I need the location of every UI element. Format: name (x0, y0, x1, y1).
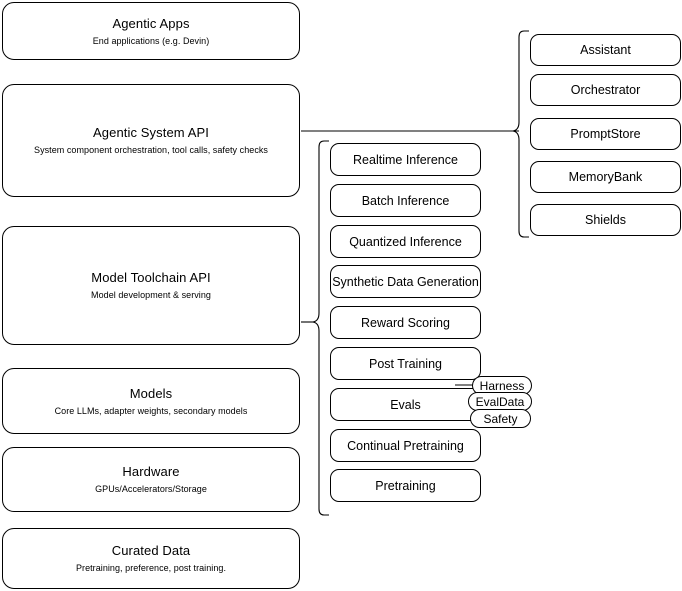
system-component-orchestrator[interactable]: Orchestrator (530, 74, 681, 106)
eval-tag-label: EvalData (475, 394, 525, 409)
stack-layer-subtitle: System component orchestration, tool cal… (34, 145, 268, 155)
system-component-label: Assistant (580, 43, 631, 57)
system-component-promptstore[interactable]: PromptStore (530, 118, 681, 150)
toolchain-component-label: Continual Pretraining (347, 438, 464, 453)
toolchain-component-pretraining[interactable]: Pretraining (330, 469, 481, 502)
toolchain-component-quantized-inference[interactable]: Quantized Inference (330, 225, 481, 258)
stack-layer-title: Hardware (122, 464, 180, 479)
stack-layer-agentic-system-api[interactable]: Agentic System API System component orch… (2, 84, 300, 197)
stack-layer-curated-data[interactable]: Curated Data Pretraining, preference, po… (2, 528, 300, 589)
toolchain-component-post-training[interactable]: Post Training (330, 347, 481, 380)
toolchain-component-label: Quantized Inference (349, 234, 462, 249)
system-component-assistant[interactable]: Assistant (530, 34, 681, 66)
toolchain-component-reward-scoring[interactable]: Reward Scoring (330, 306, 481, 339)
stack-layer-hardware[interactable]: Hardware GPUs/Accelerators/Storage (2, 447, 300, 512)
system-component-shields[interactable]: Shields (530, 204, 681, 236)
stack-layer-agentic-apps[interactable]: Agentic Apps End applications (e.g. Devi… (2, 2, 300, 60)
stack-layer-subtitle: Core LLMs, adapter weights, secondary mo… (54, 405, 248, 416)
stack-layer-title: Agentic System API (93, 125, 209, 140)
toolchain-component-evals[interactable]: Evals (330, 388, 481, 421)
stack-layer-title: Curated Data (111, 543, 191, 558)
eval-tag-evaldata[interactable]: EvalData (468, 392, 532, 411)
toolchain-component-synthetic-data-generation[interactable]: Synthetic Data Generation (330, 265, 481, 298)
toolchain-component-realtime-inference[interactable]: Realtime Inference (330, 143, 481, 176)
system-component-label: PromptStore (570, 127, 641, 141)
system-component-memorybank[interactable]: MemoryBank (530, 161, 681, 193)
stack-layer-subtitle: GPUs/Accelerators/Storage (95, 484, 207, 494)
stack-layer-title: Agentic Apps (112, 15, 190, 31)
stack-layer-subtitle: Model development & serving (91, 290, 211, 300)
stack-layer-subtitle: End applications (e.g. Devin) (92, 35, 210, 46)
eval-tag-label: Safety (483, 411, 518, 426)
system-component-label: Orchestrator (570, 83, 641, 97)
system-component-label: MemoryBank (568, 170, 643, 184)
toolchain-component-label: Synthetic Data Generation (332, 274, 479, 289)
brace-toolchain-components (312, 140, 329, 516)
toolchain-component-label: Realtime Inference (353, 152, 458, 167)
toolchain-component-batch-inference[interactable]: Batch Inference (330, 184, 481, 217)
stack-layer-subtitle: Pretraining, preference, post training. (75, 563, 227, 573)
stack-layer-title: Models (129, 385, 173, 401)
stack-layer-title: Model Toolchain API (91, 270, 211, 285)
toolchain-component-continual-pretraining[interactable]: Continual Pretraining (330, 429, 481, 462)
brace-system-components (512, 30, 529, 238)
toolchain-component-label: Reward Scoring (361, 315, 450, 330)
eval-tag-label: Harness (479, 378, 525, 393)
stack-layer-models[interactable]: Models Core LLMs, adapter weights, secon… (2, 368, 300, 434)
stack-layer-model-toolchain-api[interactable]: Model Toolchain API Model development & … (2, 226, 300, 345)
toolchain-component-label: Post Training (369, 356, 442, 371)
toolchain-component-label: Batch Inference (361, 193, 450, 208)
toolchain-component-label: Evals (390, 397, 421, 412)
eval-tag-safety[interactable]: Safety (470, 409, 531, 428)
toolchain-component-label: Pretraining (375, 478, 436, 493)
system-component-label: Shields (585, 213, 626, 227)
